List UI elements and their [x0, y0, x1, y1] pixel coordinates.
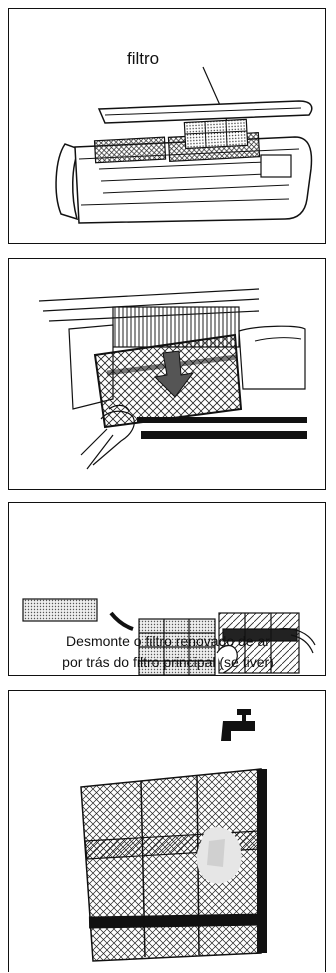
step-2-panel — [8, 258, 326, 490]
step-4-panel — [8, 690, 326, 972]
step-3-panel: Desmonte o filtro renovado de ar por trá… — [8, 502, 326, 676]
filter-removal-illustration — [9, 259, 325, 489]
filter-washing-illustration — [9, 691, 325, 973]
tap-icon — [221, 709, 255, 741]
caption-line-2: por trás do filtro principal (se tiver) — [9, 652, 327, 673]
caption-line-1: Desmonte o filtro renovado de ar — [9, 631, 327, 652]
filter-callout-label: filtro — [127, 49, 159, 69]
indoor-unit-open-illustration — [9, 9, 325, 243]
step-1-panel: filtro — [8, 8, 326, 244]
step-3-caption: Desmonte o filtro renovado de ar por trá… — [9, 631, 327, 673]
